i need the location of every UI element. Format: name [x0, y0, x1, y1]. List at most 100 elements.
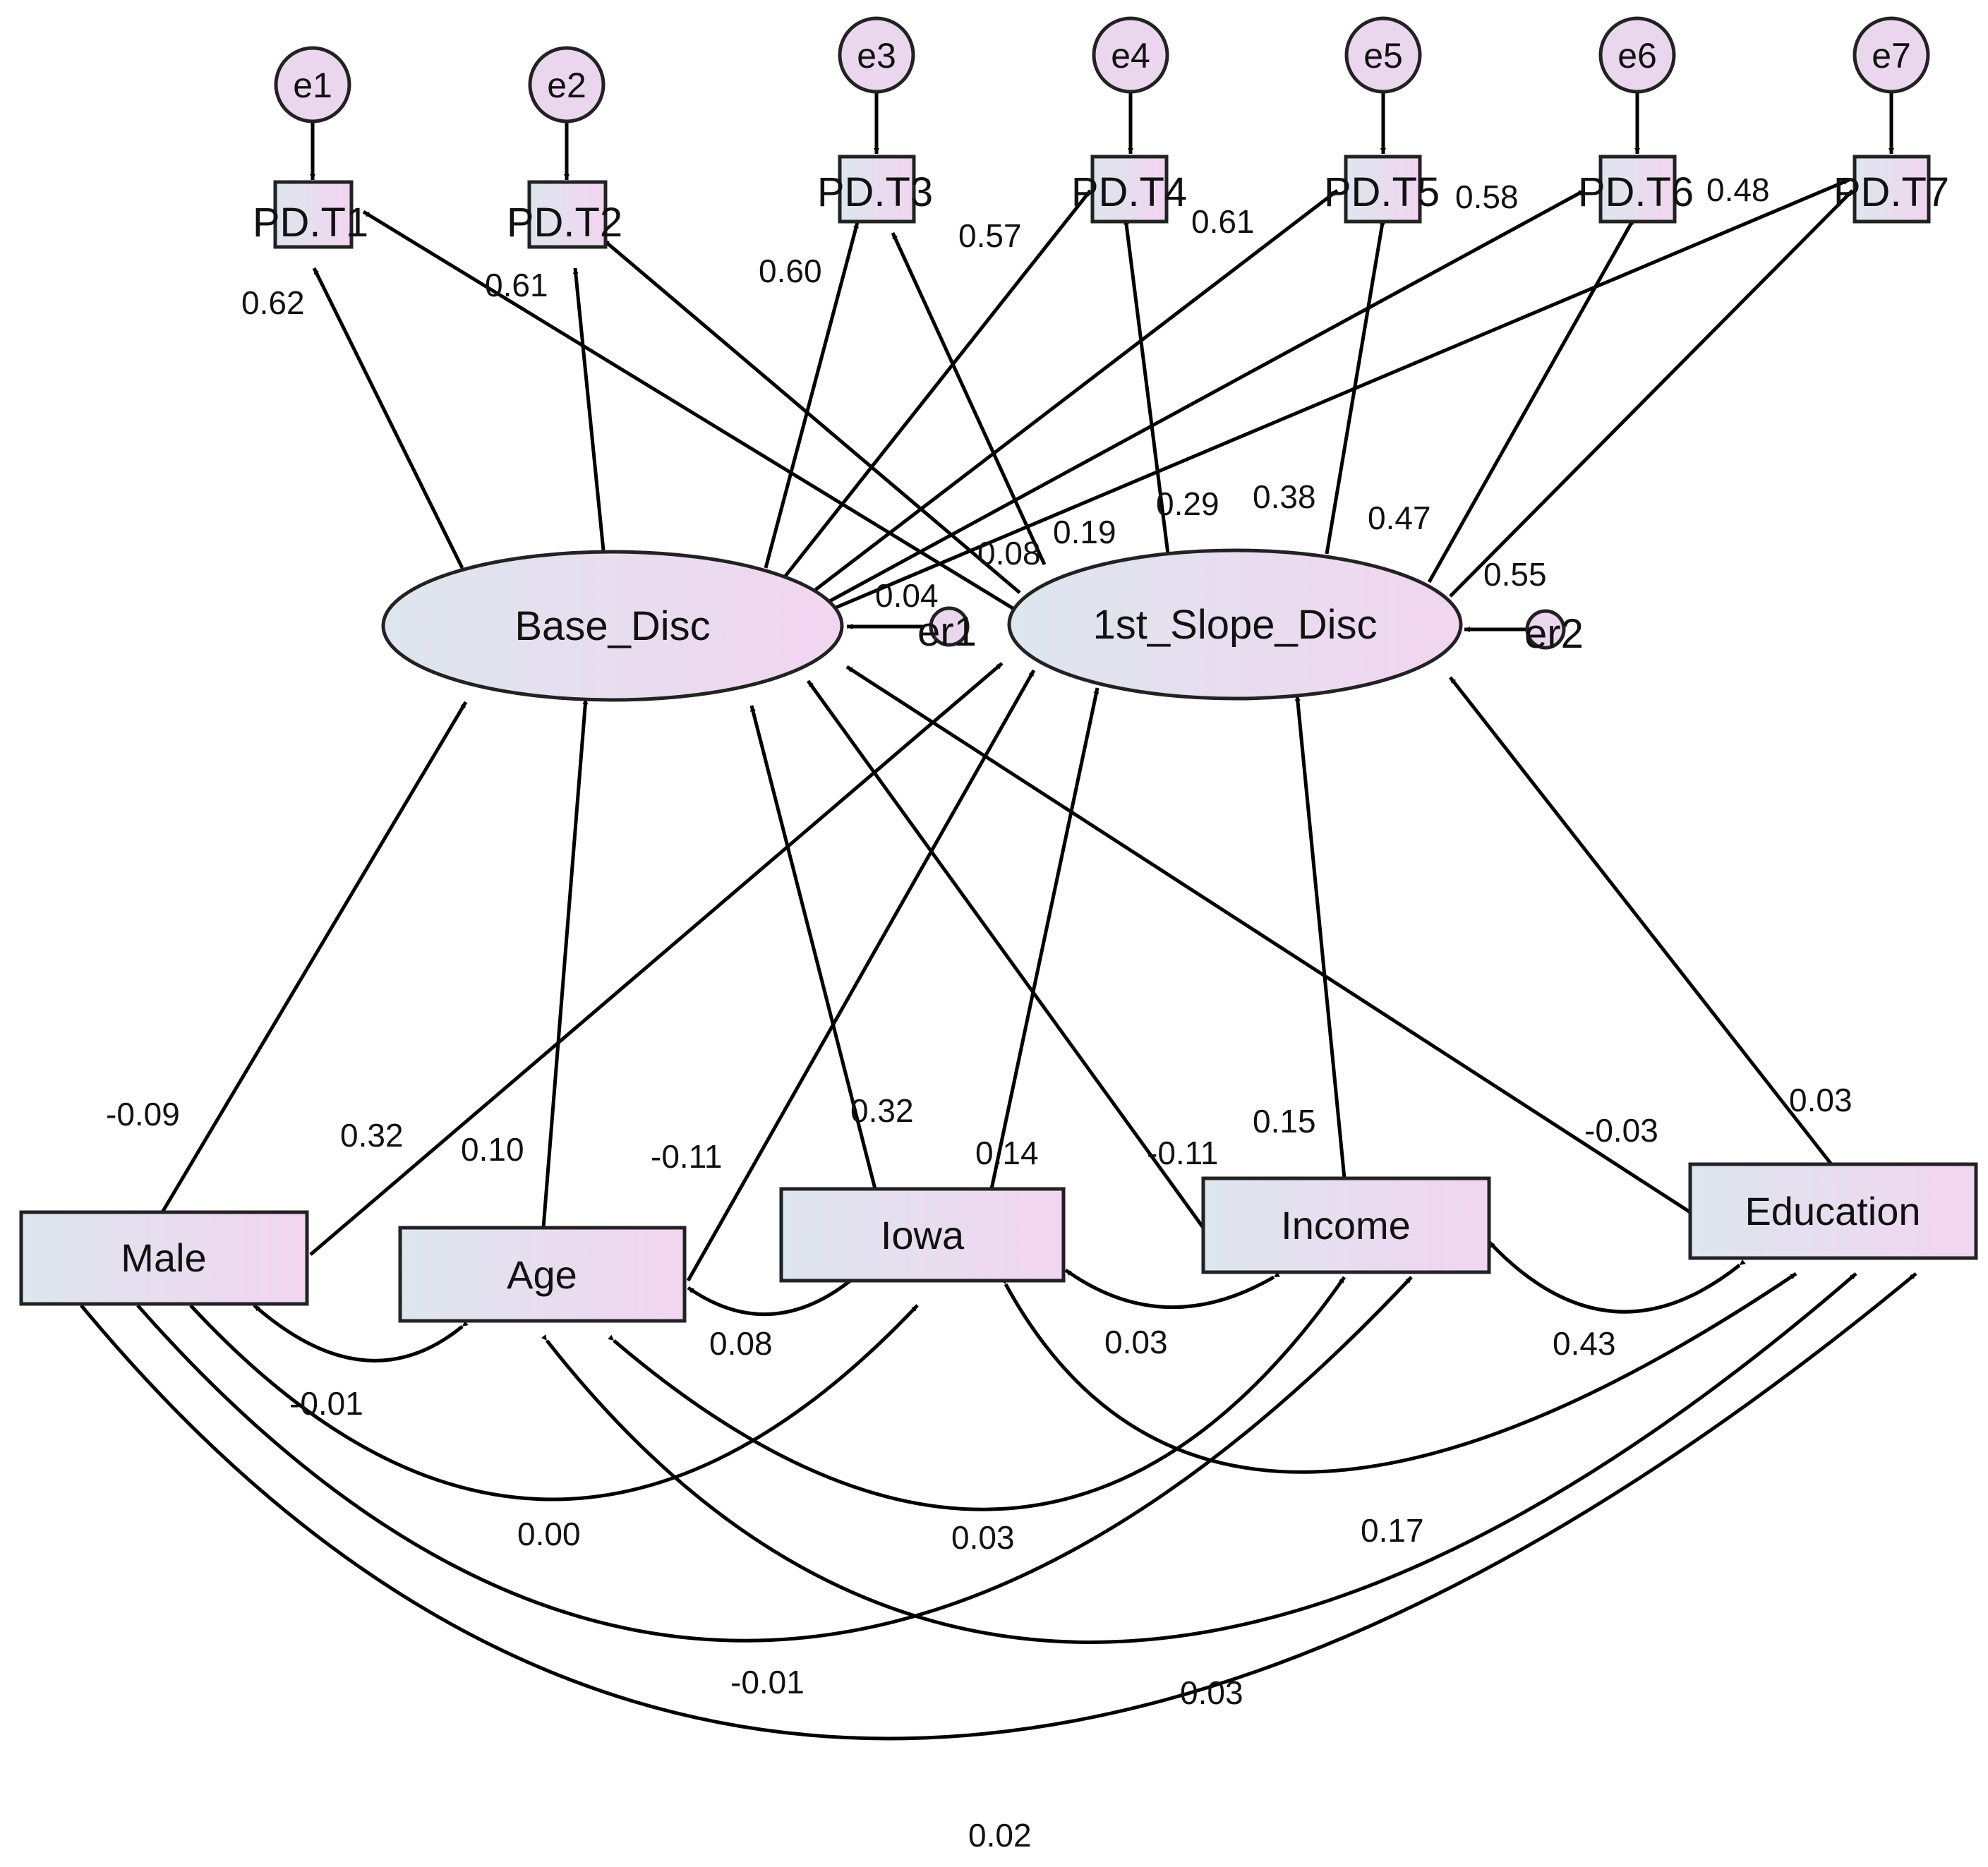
coef-label: 0.03	[1104, 1324, 1168, 1360]
coef-label: 0.03	[1789, 1082, 1853, 1118]
error-term-label: e6	[1617, 36, 1657, 75]
coef-label: 0.03	[951, 1519, 1015, 1556]
arrow-slope-pdt4	[1123, 218, 1170, 555]
latent-slope-label: 1st_Slope_Disc	[1093, 602, 1378, 648]
coef-label: 0.61	[485, 267, 548, 303]
indicator-label: PD.T2	[507, 200, 622, 246]
arrow-base-pdt3	[764, 222, 860, 569]
observed-label: Male	[121, 1235, 206, 1280]
coef-label: -0.01	[730, 1664, 805, 1700]
arrow-base-pdt5	[810, 189, 1339, 594]
residual-arrows	[847, 624, 1528, 632]
arrow-slope-pdt1	[362, 210, 1018, 612]
coef-label: -0.09	[106, 1096, 180, 1132]
cov-iowa-education	[1000, 1271, 1797, 1474]
arrow-income-base	[806, 679, 1205, 1229]
indicator-label: PD.T3	[817, 169, 933, 215]
coef-label: 0.08	[709, 1325, 773, 1362]
latent-base-label: Base_Disc	[514, 603, 710, 649]
coef-label: 0.60	[759, 253, 822, 289]
coef-label: 0.14	[975, 1135, 1039, 1171]
error-term-label: e7	[1872, 36, 1911, 75]
observed-nodes: Male Age Iowa Income Education	[19, 1162, 1978, 1323]
coef-label: 0.57	[958, 217, 1022, 254]
arrow-age-base	[541, 698, 589, 1228]
arrow-base-pdt2	[572, 267, 606, 551]
coef-label: 0.61	[1191, 203, 1255, 240]
observed-label: Age	[507, 1252, 577, 1297]
node-income	[1201, 1176, 1491, 1274]
coef-label: 0.08	[977, 535, 1041, 572]
loading-arrows	[312, 178, 1854, 612]
indicator-label: PD.T4	[1071, 169, 1187, 215]
coef-label: 0.32	[340, 1117, 404, 1154]
cov-age-education	[541, 1272, 1857, 1644]
coef-label: 0.38	[1253, 478, 1316, 515]
coef-label: 0.00	[517, 1516, 581, 1552]
arrow-iowa-slope	[989, 687, 1100, 1190]
indicator-label: PD.T1	[253, 200, 368, 246]
arrow-base-pdt1	[312, 267, 464, 569]
observed-label: Education	[1745, 1189, 1920, 1233]
arrow-education-base	[845, 665, 1692, 1214]
latent-nodes: Base_Disc 1st_Slope_Disc er1 er2	[381, 548, 1584, 702]
error-term-nodes: e1 e2 e3 e4 e5 e6 e7	[274, 16, 1930, 123]
cov-male-iowa	[184, 1299, 919, 1502]
observed-label: Income	[1281, 1203, 1411, 1247]
indicator-label: PD.T7	[1833, 169, 1949, 215]
arrow-slope-pdt5	[1325, 218, 1385, 555]
cov-age-income	[608, 1276, 1347, 1511]
indicator-label: PD.T6	[1578, 169, 1694, 215]
arrow-age-slope	[686, 669, 1036, 1282]
residual-er1-label: er1	[917, 609, 977, 655]
arrow-income-slope	[1294, 694, 1347, 1179]
node-male	[19, 1210, 309, 1306]
coef-label: 0.19	[1053, 514, 1116, 550]
coef-label: 0.58	[1455, 179, 1519, 215]
cov-age-iowa	[687, 1274, 857, 1317]
arrow-base-pdt7	[829, 178, 1850, 612]
error-term-label: e1	[293, 66, 332, 105]
indicator-label: PD.T5	[1324, 169, 1440, 215]
structural-arrows	[160, 662, 1833, 1282]
cov-male-income	[131, 1276, 1413, 1643]
node-iowa	[779, 1187, 1066, 1283]
coef-label: 0.03	[1180, 1674, 1243, 1711]
error-term-label: e5	[1363, 36, 1403, 75]
coef-label: 0.62	[241, 284, 305, 321]
arrow-base-pdt4	[782, 189, 1092, 580]
coefficient-labels: 0.62 0.61 0.60 0.57 0.61 0.58 0.48 0.08 …	[106, 171, 1853, 1854]
cov-iowa-income	[1064, 1268, 1280, 1310]
coef-label: 0.48	[1706, 171, 1770, 208]
coef-label: 0.47	[1368, 500, 1431, 536]
arrow-iowa-base	[749, 705, 877, 1190]
arrow-slope-pdt6	[1427, 217, 1636, 584]
coef-label: 0.43	[1553, 1325, 1616, 1362]
coef-label: -0.03	[1584, 1112, 1658, 1149]
arrow-education-slope	[1449, 676, 1833, 1166]
coef-label: 0.02	[968, 1817, 1032, 1854]
coef-label: 0.29	[1156, 485, 1219, 522]
arrow-slope-pdt2	[602, 238, 1021, 594]
coef-label: 0.15	[1253, 1103, 1316, 1140]
coef-label: -0.11	[651, 1138, 722, 1175]
cov-male-education	[75, 1272, 1917, 1741]
cov-male-age	[253, 1304, 469, 1363]
residual-er2-label: er2	[1524, 611, 1584, 657]
arrow-slope-pdt7	[1449, 189, 1854, 598]
error-term-label: e2	[547, 66, 586, 105]
arrow-male-base	[160, 701, 468, 1214]
coef-label: 0.04	[875, 577, 939, 614]
covariance-curves	[75, 1240, 1917, 1741]
coef-label: 0.55	[1483, 556, 1547, 593]
coef-label: 0.17	[1361, 1512, 1424, 1549]
arrow-base-pdt6	[824, 188, 1586, 605]
latent-slope-ellipse	[1007, 548, 1463, 701]
coef-label: 0.32	[850, 1092, 914, 1129]
observed-label: Iowa	[881, 1213, 965, 1257]
arrow-slope-pdt3	[891, 231, 1047, 566]
node-age	[398, 1226, 687, 1323]
arrow-male-slope	[309, 662, 1004, 1256]
indicator-nodes: PD.T1 PD.T2 PD.T3 PD.T4 PD.T5 PD.T6 PD.T…	[253, 155, 1949, 249]
